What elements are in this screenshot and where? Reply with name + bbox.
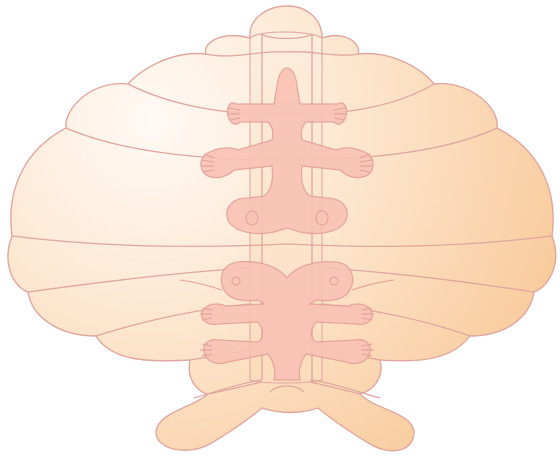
lower-homunculus [202, 262, 373, 380]
